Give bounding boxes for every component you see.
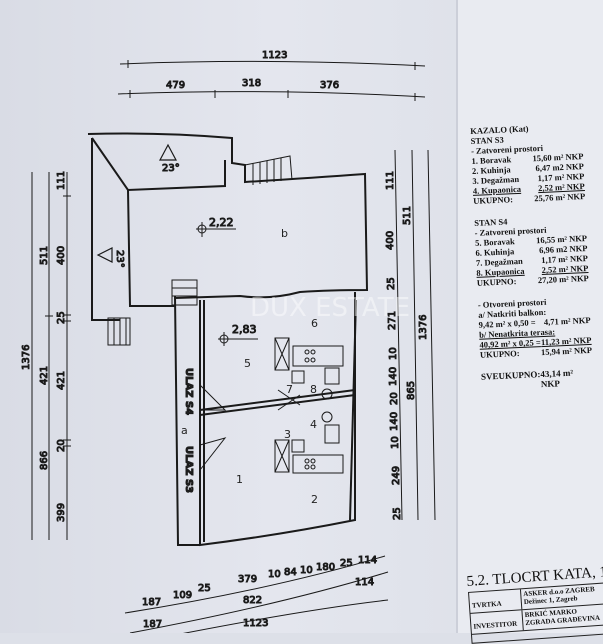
dim-right-511: 511 [402, 206, 413, 225]
room-label-5: 5 [244, 357, 251, 370]
room-label-2: 2 [311, 493, 318, 506]
grand-total-label: SVEUKUPNO: [480, 369, 541, 382]
dim-left-866: 866 [39, 451, 50, 470]
title-block-label: INVESTITOR [470, 610, 524, 634]
slope-label-left: 23° [114, 250, 125, 268]
right-dimensions [394, 149, 436, 521]
room-label-1: 1 [236, 473, 243, 486]
dim-right-25a: 25 [386, 277, 397, 290]
dim-bottom-379: 379 [238, 574, 257, 585]
dim-right-249: 249 [391, 466, 402, 485]
room-label-3: 3 [284, 428, 291, 441]
building-walls [87, 132, 369, 547]
dim-right-111: 111 [385, 171, 396, 190]
dim-bottom-84: 84 [284, 567, 297, 578]
dim-right-10a: 10 [388, 347, 399, 360]
left-dimensions [31, 172, 71, 540]
dim-top-2: 318 [242, 78, 261, 89]
dim-bottom-25b: 25 [340, 558, 353, 569]
dim-bottom-114b: 114 [355, 577, 374, 588]
dim-right-20: 20 [389, 392, 400, 405]
plan-sheet [0, 0, 458, 633]
dim-right-865: 865 [406, 381, 417, 400]
legend-sheet [458, 0, 603, 633]
dim-right-10b: 10 [390, 436, 401, 449]
dim-right-140b: 140 [389, 412, 400, 431]
dim-bottom-25a: 25 [198, 583, 211, 594]
dim-left-25: 25 [56, 311, 67, 324]
total-label: UKUPNO: [476, 276, 517, 288]
kitchen-bath-fixtures [274, 337, 344, 474]
stairs [107, 155, 293, 346]
room-label-6: 6 [311, 317, 318, 330]
room-label-4: 4 [310, 418, 317, 431]
level-marker-icon [196, 222, 258, 346]
total-label: UKUPNO: [479, 348, 520, 360]
dim-bottom-114a: 114 [358, 555, 377, 566]
dim-bottom-10b: 10 [300, 565, 313, 576]
watermark-logo: DUX ESTATE [250, 293, 410, 323]
dim-bottom-180: 180 [316, 562, 335, 573]
room-label-a: a [181, 424, 188, 437]
dim-bottom-109: 109 [173, 590, 192, 601]
dim-right-400: 400 [385, 231, 396, 250]
level-label-2: 2,83 [232, 323, 257, 336]
entrance-doors [199, 384, 227, 471]
dim-left-421: 421 [56, 371, 67, 390]
title-block-label: TVRTKA [469, 589, 523, 613]
balcony-value: 4,71 m² NKP [543, 314, 591, 327]
dim-right-271: 271 [387, 311, 398, 330]
entrance-label-s4: ULAZ S4 [183, 368, 194, 415]
top-dimensions [117, 60, 426, 101]
room-label-8: 8 [310, 383, 317, 396]
total-label: UKUPNO: [473, 194, 514, 206]
dim-top-overall: 1123 [262, 50, 287, 61]
dim-bottom-187b: 187 [143, 619, 162, 630]
dim-left-111: 111 [56, 171, 67, 190]
dim-left-399: 399 [56, 503, 67, 522]
dim-top-1: 479 [166, 80, 185, 91]
dim-left-20: 20 [56, 439, 67, 452]
dim-right-140a: 140 [388, 367, 399, 386]
dim-left-400: 400 [56, 246, 67, 265]
dim-left-overall: 1376 [21, 345, 32, 370]
dim-bottom-1123: 1123 [243, 618, 268, 629]
dim-right-25b: 25 [392, 507, 403, 520]
slope-arrow-icon [96, 143, 177, 263]
room-label-7: 7 [286, 383, 293, 396]
dim-bottom-10a: 10 [268, 569, 281, 580]
room-label-b: b [281, 227, 288, 240]
slope-label-top: 23° [162, 163, 180, 174]
dim-right-overall: 1376 [418, 315, 429, 340]
dim-top-3: 376 [320, 80, 339, 91]
level-label-1: 2,22 [209, 216, 234, 229]
dim-left-421b: 421 [39, 366, 50, 385]
dim-bottom-822: 822 [243, 595, 262, 606]
legend: KAZALO (Kat) STAN S3 - Zatvoreni prostor… [470, 120, 603, 392]
dim-bottom-187a: 187 [142, 597, 161, 608]
grand-total-value: 43,14 m² NKP [540, 367, 574, 390]
entrance-label-s3: ULAZ S3 [183, 446, 194, 493]
dim-left-511: 511 [39, 246, 50, 265]
